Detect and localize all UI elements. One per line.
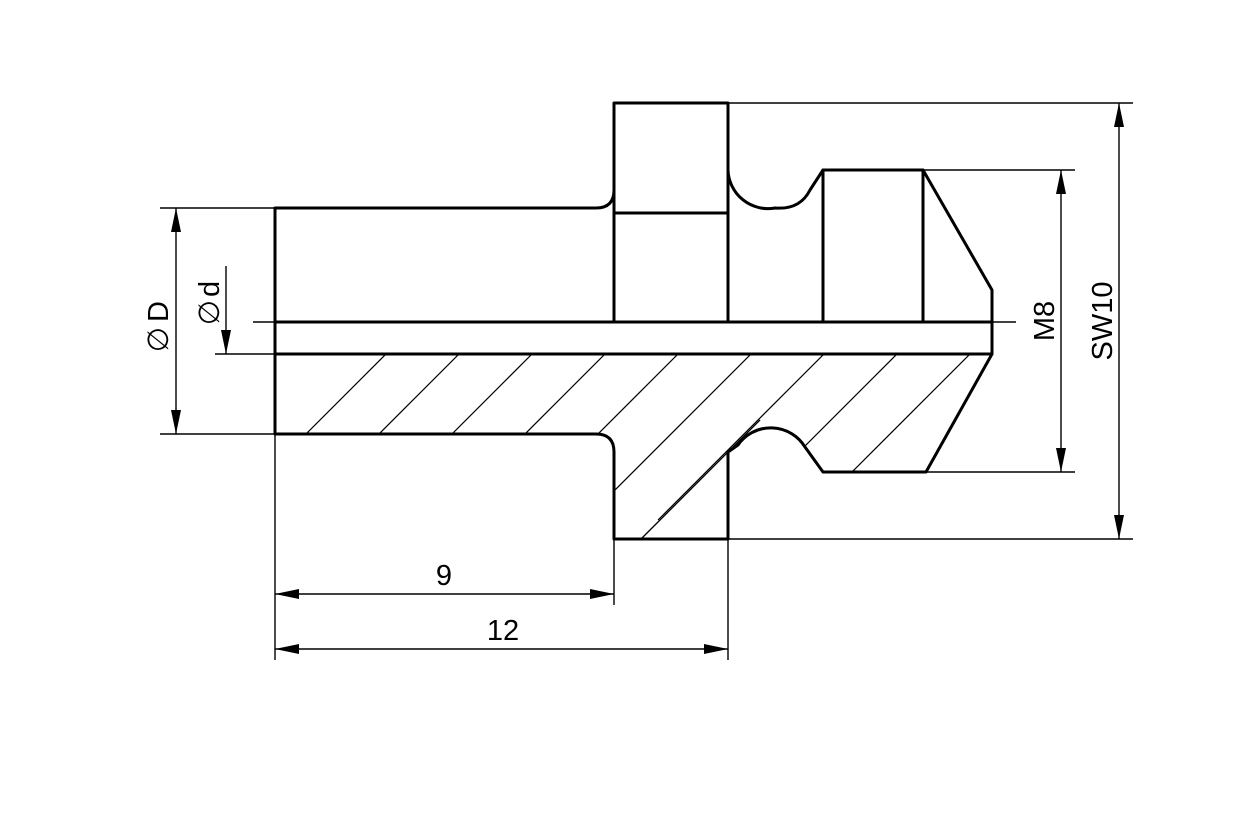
dia-d-label: d	[194, 281, 226, 297]
extension-lines	[160, 102, 1133, 660]
thread-size-label: M8	[1029, 301, 1061, 341]
dia-d-label-group: ∅ d	[194, 281, 226, 325]
length-9-label: 9	[436, 560, 452, 592]
diameter-symbol-D: ∅	[143, 327, 175, 352]
dimension-M8	[1056, 170, 1066, 472]
hex-size-label: SW10	[1087, 282, 1119, 361]
dimension-d	[221, 266, 231, 354]
section-outline	[273, 352, 994, 541]
dia-D-label-group: ∅ D	[143, 301, 175, 352]
diameter-symbol-d: ∅	[194, 300, 226, 325]
section-hatching	[275, 354, 992, 539]
body-outline-upper	[273, 101, 994, 356]
dia-D-label: D	[143, 301, 175, 322]
dimension-SW10	[1114, 103, 1124, 539]
dimension-D	[171, 208, 181, 434]
dimension-9	[275, 589, 614, 599]
length-12-label: 12	[487, 615, 519, 647]
dimension-12	[275, 644, 728, 654]
